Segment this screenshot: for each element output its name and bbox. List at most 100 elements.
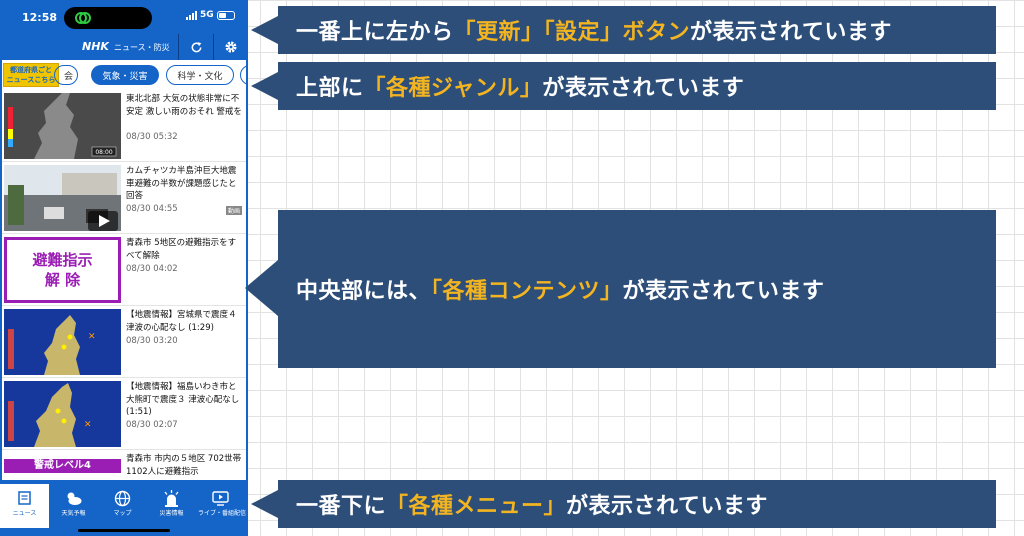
news-time: 04:55 [153, 204, 178, 214]
news-thumbnail: 08:00 [4, 93, 121, 159]
news-date: 08/30 [126, 336, 151, 346]
news-thumbnail: ✕ [4, 309, 121, 375]
prefecture-news-button[interactable]: 都道府県ごと ニュースこちら [3, 63, 59, 87]
home-indicator [78, 529, 170, 532]
genre-chip-science-culture[interactable]: 科学・文化 [166, 65, 234, 85]
globe-icon [114, 490, 131, 507]
news-timestamp: 08/30 05:32 [126, 132, 178, 142]
tab-map[interactable]: マップ [98, 484, 147, 528]
news-feed[interactable]: 08:00 東北北部 大気の状態非常に不安定 激しい雨のおそれ 警戒を 08/3… [2, 90, 246, 480]
callout-post: が表示されています [566, 494, 768, 519]
tab-label: 天気予報 [61, 510, 86, 517]
brand-logo: NHK [82, 40, 109, 53]
news-date: 08/30 [126, 204, 151, 214]
news-timestamp: 08/30 04:55 [126, 204, 178, 214]
tab-news[interactable]: ニュース [0, 484, 49, 528]
tab-label: ニュース [12, 510, 37, 517]
phone-screen: 12:58 5G NHK ニュース・防災 [0, 0, 248, 536]
evac-card-line: 避難指示 [32, 251, 93, 269]
news-thumbnail: 警戒レベル4 [4, 453, 121, 480]
news-item[interactable]: カムチャツカ半島沖巨大地震 車避難の半数が課題感じたと回答 08/30 04:5… [2, 162, 246, 234]
tab-label: 災害情報 [159, 510, 184, 517]
callout-highlight: 「各種メニュー」 [386, 494, 567, 519]
weather-icon [67, 492, 82, 505]
callout-pre: 一番上に左から [296, 20, 454, 45]
pref-badge-line: ニュースこちら [6, 76, 56, 84]
news-item[interactable]: ✕ 【地震情報】宮城県で震度４ 津波の心配なし (1:29) 08/30 03:… [2, 306, 246, 378]
callout-post: が表示されています [622, 279, 825, 304]
news-title: カムチャツカ半島沖巨大地震 車避難の半数が課題感じたと回答 [126, 166, 237, 201]
alert-siren-icon [164, 490, 179, 507]
news-item[interactable]: 08:00 東北北部 大気の状態非常に不安定 激しい雨のおそれ 警戒を 08/3… [2, 90, 246, 162]
genre-bar: 都道府県ごと ニュースこちら 会 気象・災害 科学・文化 [2, 60, 246, 90]
tv-icon [212, 491, 229, 506]
news-item[interactable]: 避難指示 解 除 青森市 5地区の避難指示をすべて解除 08/30 04:02 [2, 234, 246, 306]
status-bar: 12:58 5G [0, 0, 248, 34]
tab-label: ライブ・番組配信 [197, 510, 246, 517]
news-date: 08/30 [126, 132, 151, 142]
genre-chip-next[interactable] [240, 65, 246, 85]
status-indicators: 5G [186, 10, 235, 20]
news-thumbnail [4, 165, 121, 231]
callout-post: が表示されています [542, 76, 745, 101]
callout-arrow [251, 72, 278, 100]
evac-card-line: 解 除 [44, 271, 81, 289]
callout-header-buttons: 一番上に左から「更新」「設定」ボタンが表示されています [251, 6, 996, 54]
callout-pre: 一番下に [296, 494, 387, 519]
quake-intensity-map: ✕ [8, 315, 96, 375]
callout-pre: 上部に [296, 76, 364, 101]
app-header: NHK ニュース・防災 [0, 34, 248, 60]
settings-button[interactable] [213, 34, 248, 60]
callout-text: 一番下に「各種メニュー」が表示されています [278, 488, 768, 520]
news-thumbnail: ✕ [4, 381, 121, 447]
callout-highlight: 「各種コンテンツ」 [431, 279, 623, 304]
callout-highlight: 「更新」「設定」ボタン [453, 20, 691, 45]
news-thumbnail: 避難指示 解 除 [4, 237, 121, 303]
news-title: 【地震情報】福島いわき市と大熊町で震度３ 津波心配なし (1:51) [126, 382, 240, 417]
genre-chip-society[interactable]: 会 [54, 65, 78, 85]
callout-contents: 中央部には、「各種コンテンツ」が表示されています [245, 210, 996, 368]
callout-menus: 一番下に「各種メニュー」が表示されています [251, 480, 996, 528]
tab-live[interactable]: ライブ・番組配信 [196, 484, 248, 528]
dynamic-island [64, 7, 152, 29]
refresh-button[interactable] [178, 34, 213, 60]
svg-text:✕: ✕ [84, 420, 92, 430]
brand-subtitle: ニュース・防災 [114, 43, 170, 52]
news-time: 03:20 [153, 336, 178, 346]
news-time: 04:02 [153, 264, 178, 274]
callout-arrow [245, 260, 278, 316]
genre-chip-weather-disaster[interactable]: 気象・災害 [91, 65, 159, 85]
news-title: 青森市 市内の５地区 702世帯1102人に避難指示 [126, 454, 242, 477]
callout-pre: 中央部には、 [296, 279, 432, 304]
callout-post: が表示されています [690, 20, 892, 45]
tab-disaster-info[interactable]: 災害情報 [147, 484, 196, 528]
pref-badge-line: 都道府県ごと [10, 66, 52, 74]
callout-genres: 上部に「各種ジャンル」が表示されています [251, 62, 996, 110]
gear-icon [225, 41, 237, 53]
play-icon [99, 215, 110, 227]
news-date: 08/30 [126, 420, 151, 430]
news-item[interactable]: 警戒レベル4 青森市 市内の５地区 702世帯1102人に避難指示 [2, 450, 246, 480]
thumb-time-label: 08:00 [95, 149, 112, 156]
battery-icon [216, 10, 235, 20]
callout-arrow [251, 16, 278, 44]
link-icon [75, 12, 91, 24]
news-title: 東北北部 大気の状態非常に不安定 激しい雨のおそれ 警戒を [126, 94, 242, 117]
news-date: 08/30 [126, 264, 151, 274]
news-item[interactable]: ✕ 【地震情報】福島いわき市と大熊町で震度３ 津波心配なし (1:51) 08/… [2, 378, 246, 450]
bottom-tab-bar: ニュース 天気予報 マップ 災害情報 [0, 484, 248, 536]
tab-weather[interactable]: 天気予報 [49, 484, 98, 528]
street-video-thumb [4, 165, 121, 231]
news-title: 【地震情報】宮城県で震度４ 津波の心配なし (1:29) [126, 310, 237, 333]
news-icon [18, 491, 31, 505]
news-title: 青森市 5地区の避難指示をすべて解除 [126, 238, 237, 261]
callout-text: 一番上に左から「更新」「設定」ボタンが表示されています [278, 14, 892, 46]
tab-label: マップ [113, 510, 132, 517]
quake-intensity-map: ✕ [8, 383, 92, 447]
signal-icon [186, 10, 197, 20]
weather-radar-map: 08:00 [8, 93, 117, 159]
news-timestamp: 08/30 04:02 [126, 264, 178, 274]
callout-text: 上部に「各種ジャンル」が表示されています [278, 70, 744, 102]
news-timestamp: 08/30 02:07 [126, 420, 178, 430]
svg-text:✕: ✕ [88, 332, 96, 342]
